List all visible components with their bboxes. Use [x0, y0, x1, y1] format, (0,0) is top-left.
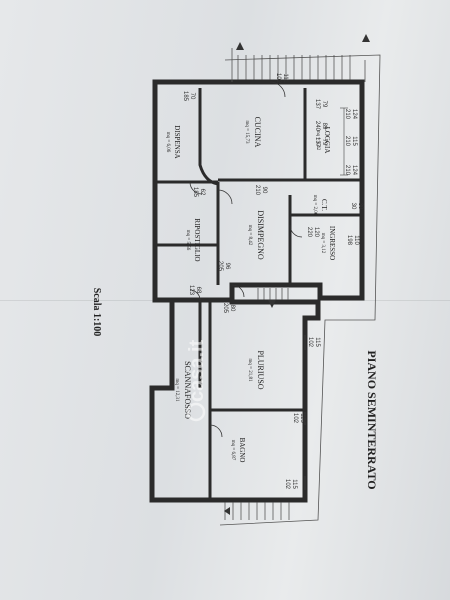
measure-bottom: 210 — [344, 165, 350, 176]
plan-title: PIANO SEMINTERRATO — [365, 350, 379, 489]
stair-middle — [257, 288, 289, 300]
room-name: SCANNAFOSSO — [183, 361, 192, 419]
measure-top: 124 — [351, 165, 357, 176]
measure-top: 70 — [189, 93, 195, 100]
room-name: PLURIUSO — [256, 350, 265, 389]
site-outline — [219, 48, 381, 526]
measure-top: 80 — [229, 305, 235, 312]
direction-arrows — [224, 34, 370, 515]
measure-bottom: 210 — [254, 185, 260, 196]
measure-bottom: 205 — [217, 261, 223, 272]
measure-top: 79 — [321, 139, 327, 146]
measure-bottom: 240 — [314, 121, 320, 132]
plan-title-group: PIANO SEMINTERRATO — [365, 350, 379, 489]
watermark-text: casa.it — [186, 339, 208, 402]
measure-top: 111 — [282, 73, 288, 83]
room-area: mq = 15,73 — [244, 121, 249, 144]
measure-bottom: 102 — [275, 73, 281, 84]
watermark-logo-icon — [186, 402, 206, 422]
measure-bottom: 185 — [182, 91, 188, 102]
measure-top: 79 — [321, 101, 327, 108]
room-name: DISPENSA — [173, 125, 181, 158]
room-name: BAGNO — [238, 438, 246, 463]
measure-top: 89 — [321, 123, 327, 130]
room-area: mq = 6,06 — [165, 132, 170, 153]
room-area: mq = 12,31 — [174, 379, 179, 402]
watermark-group: casa.it — [186, 339, 208, 422]
measure-bottom: 210 — [344, 109, 350, 120]
room-labels: CUCINA mq = 15,73 DISPENSA mq = 6,06 LOG… — [165, 117, 336, 463]
measure-bottom: 102 — [284, 479, 290, 490]
measure-bottom: 220 — [306, 227, 312, 238]
stair-top — [237, 55, 351, 80]
room-area: mq = 21,81 — [247, 359, 252, 382]
outer-walls — [149, 79, 365, 503]
measure-bottom: 185 — [192, 187, 198, 198]
door-swings — [189, 81, 303, 438]
measure-top: 115 — [314, 337, 320, 347]
measure-top: 62 — [199, 189, 205, 196]
measure-bottom: 210 — [344, 136, 350, 147]
room-area: mq = 2,06 — [312, 195, 317, 216]
measure-bottom: 123 — [188, 285, 194, 296]
measure-top: 115 — [291, 479, 297, 489]
room-name: CUCINA — [253, 117, 262, 148]
measure-bottom: 137 — [314, 137, 320, 148]
measure-bottom: 198 — [346, 235, 352, 246]
measure-top: 96 — [224, 263, 230, 270]
plan-scale-group: Scala 1:100 — [91, 288, 102, 337]
room-name: RIPOSTIGLIO — [193, 218, 201, 261]
interior-walls — [155, 88, 362, 500]
room-name: LOGGIA — [323, 127, 331, 154]
measure-bottom: 102 — [292, 413, 298, 424]
measurements: 111 102 70 185 79 137 89 240 79 137 124 … — [182, 73, 363, 490]
room-area: mq = 6,87 — [230, 440, 235, 461]
dimension-lines — [304, 107, 348, 490]
room-name: C.T. — [320, 199, 328, 211]
plan-scale: Scala 1:100 — [91, 288, 102, 337]
room-area: mq = 5,42 — [315, 130, 320, 151]
measure-top: 90 — [261, 187, 267, 194]
measure-top: 110 — [353, 235, 359, 245]
measure-top: 115 — [299, 413, 305, 423]
measure-top: 124 — [351, 109, 357, 120]
measure-top: 68 — [195, 287, 201, 294]
measure-bottom: 30 — [350, 203, 356, 210]
measure-top: 115 — [351, 136, 357, 146]
measure-top: 120 — [313, 227, 319, 238]
measure-bottom: 205 — [222, 303, 228, 314]
measure-top: 30 — [357, 203, 363, 210]
room-area: mq = 3,12 — [320, 233, 325, 254]
room-name: INGRESSO — [328, 226, 336, 260]
wall-lower-block — [149, 297, 321, 503]
measure-bottom: 102 — [307, 337, 313, 348]
room-name: DISIMPEGNO — [256, 210, 265, 260]
room-area: mq = 8,42 — [247, 225, 252, 246]
measure-bottom: 137 — [314, 99, 320, 110]
stair-bottom — [224, 502, 290, 520]
room-area: mq = 5,56 — [185, 230, 190, 251]
